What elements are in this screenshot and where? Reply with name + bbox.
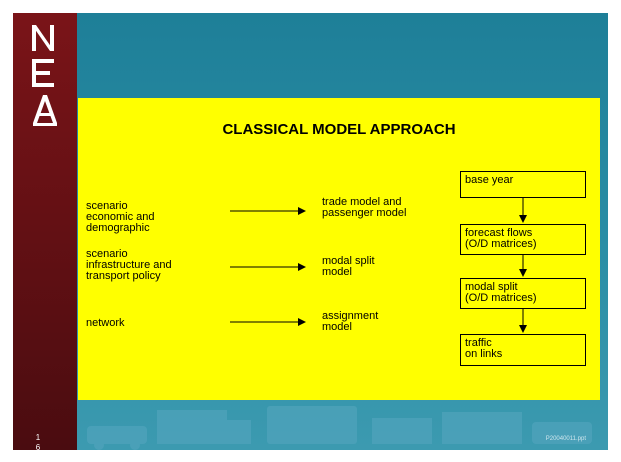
input-network: network [86,317,125,329]
sidebar: 1 6 [13,13,77,450]
diagram-panel: CLASSICAL MODEL APPROACH scenario econom… [78,98,600,400]
file-name: P20040011.ppt [545,436,586,442]
chain-box-modal-split: modal split (O/D matrices) [460,278,586,309]
chain-label-base-year: base year [465,174,514,186]
slide-number: 1 6 [35,433,41,450]
input-economic: scenario economic and demographic [86,200,155,234]
model-modal-split: modal split model [322,255,375,278]
chain-label-modal-split: modal split (O/D matrices) [465,281,537,304]
model-trade: trade model and passenger model [322,196,407,219]
nea-logo [32,25,57,126]
chain-label-traffic: traffic on links [465,337,503,360]
model-assignment: assignment model [322,310,379,333]
diagram-arrows [230,198,527,333]
input-infrastructure: scenario infrastructure and transport po… [86,248,172,282]
chain-box-forecast: forecast flows (O/D matrices) [460,224,586,255]
chain-label-forecast: forecast flows (O/D matrices) [465,227,537,250]
chain-box-base-year: base year [460,171,586,198]
chain-box-traffic: traffic on links [460,334,586,366]
diagram-title: CLASSICAL MODEL APPROACH [222,121,456,138]
vehicles-silhouette [87,406,592,450]
